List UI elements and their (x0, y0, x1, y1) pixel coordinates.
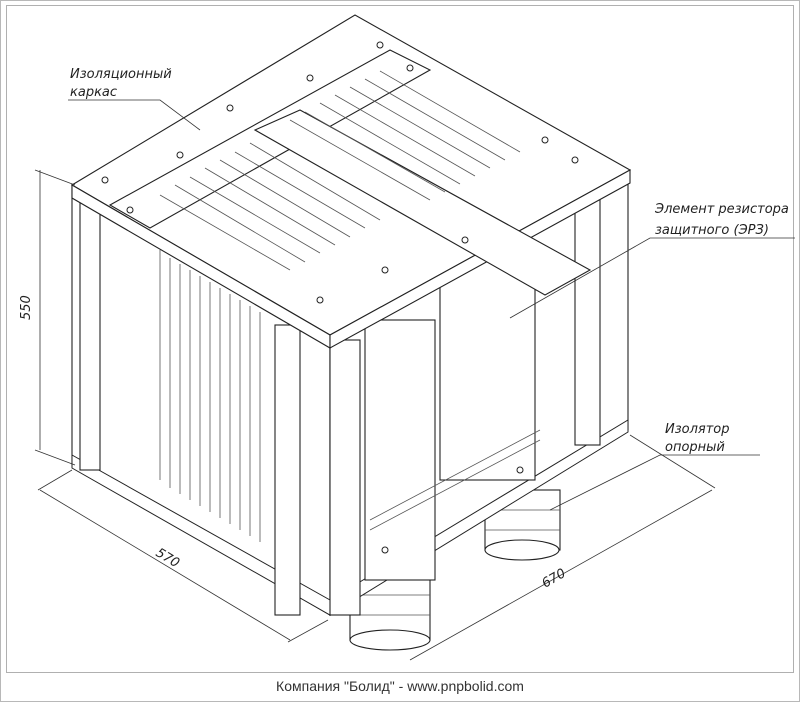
insulator-front (349, 574, 431, 651)
label-resistor-line2: защитного (ЭРЗ) (655, 223, 769, 238)
support-insulators (349, 489, 561, 651)
dimension-depth: 670 (540, 566, 569, 591)
drawing-frame (6, 5, 794, 673)
dimension-width: 570 (153, 546, 182, 572)
label-insulator-line2: опорный (665, 440, 725, 455)
insulating-frame (70, 14, 632, 616)
label-resistor-line1: Элемент резистора (654, 202, 789, 217)
footer-credit: Компания "Болид" - www.pnpbolid.com (276, 678, 524, 694)
label-frame-line1: Изоляционный (70, 67, 172, 82)
label-insulator-line1: Изолятор (665, 422, 730, 437)
leader-lines (68, 99, 795, 511)
label-frame-line2: каркас (70, 85, 117, 100)
dimension-lines (34, 169, 716, 661)
dimension-height: 550 (19, 295, 34, 320)
